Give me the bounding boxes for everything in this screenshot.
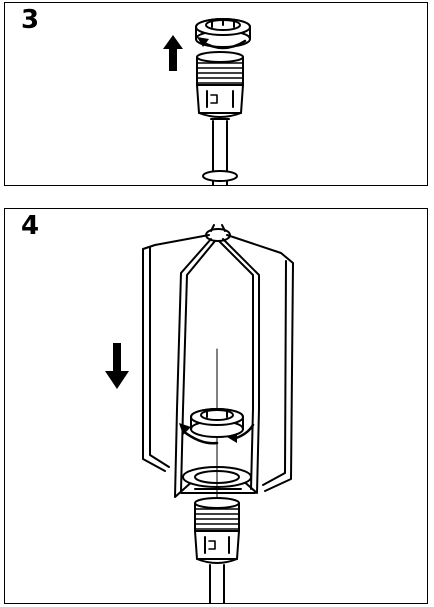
step-3-number: 3	[21, 5, 40, 35]
lamp-socket-body	[196, 84, 244, 120]
down-arrow-icon	[105, 343, 129, 389]
lower-shade-frame-onto-socket-illustration	[105, 224, 294, 603]
step-4-number: 4	[21, 211, 40, 241]
lift-ring-off-socket-illustration	[163, 18, 251, 185]
lampshade-frame	[142, 224, 294, 498]
socket-thread	[194, 497, 240, 532]
lamp-socket-body	[194, 530, 240, 564]
lamp-stem	[209, 564, 225, 603]
up-arrow-icon	[163, 35, 183, 71]
lamp-stem	[202, 120, 238, 185]
rotate-arrow-icon	[179, 423, 255, 445]
locking-ring	[190, 408, 244, 438]
socket-thread	[196, 51, 244, 86]
step-4-panel: 4	[4, 208, 428, 604]
rotate-arrow-icon	[197, 37, 247, 50]
locking-ring	[195, 18, 251, 48]
step-3-panel: 3	[4, 2, 428, 186]
